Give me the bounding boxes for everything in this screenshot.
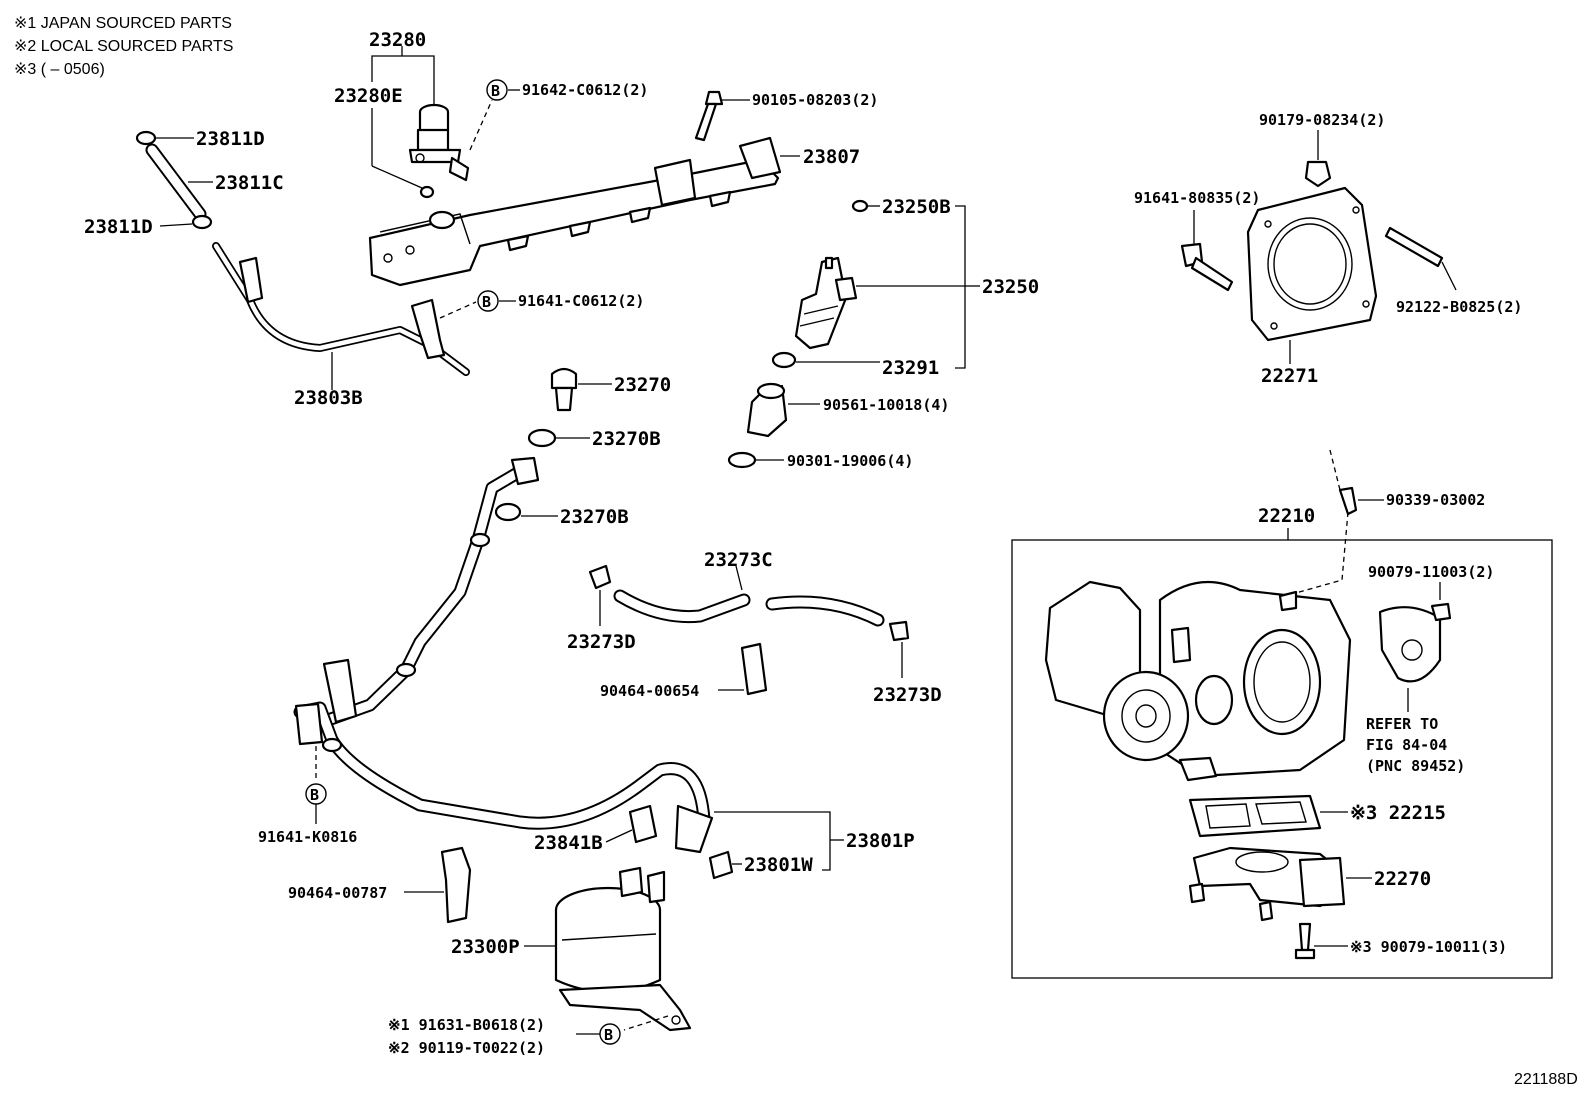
label-90301-19006: 90301-19006(4) (787, 452, 913, 470)
refer-note-line1: REFER TO (1366, 715, 1438, 733)
label-23250: 23250 (982, 276, 1039, 298)
fuel-hose-23801p (293, 456, 714, 854)
fuel-injector-23250 (727, 199, 869, 469)
label-91642-c0612: 91642-C0612(2) (522, 81, 648, 99)
label-90119-t0022: ※2 90119-T0022(2) (388, 1039, 545, 1057)
callout-b-letter-2: B (482, 293, 491, 311)
bolt-90105 (694, 90, 724, 142)
label-23841b: 23841B (534, 832, 603, 854)
label-23811c: 23811C (215, 172, 284, 194)
label-90561-10018: 90561-10018(4) (823, 396, 949, 414)
callout-b-letter: B (491, 82, 500, 100)
clamp-90464-00654 (740, 642, 768, 696)
oring-23280e (419, 185, 435, 199)
gasket-23270b-a (527, 428, 557, 448)
label-90105-08203: 90105-08203(2) (752, 91, 878, 109)
callout-b-circle (486, 79, 508, 101)
label-23807: 23807 (803, 146, 860, 168)
screw-90079-10011 (1294, 922, 1316, 960)
note-local-sourced: ※2 LOCAL SOURCED PARTS (14, 38, 233, 55)
label-90179-08234: 90179-08234(2) (1259, 111, 1385, 129)
label-23273d-left: 23273D (567, 631, 636, 653)
clamp-90464-00787 (440, 846, 472, 924)
label-22270: 22270 (1374, 868, 1431, 890)
stud-92122 (1384, 226, 1444, 268)
label-23250b: 23250B (882, 196, 951, 218)
pressure-regulator-part (408, 103, 470, 199)
label-23280e: 23280E (334, 85, 403, 107)
label-90464-00654: 90464-00654 (600, 682, 699, 700)
screw-90339 (1338, 486, 1358, 516)
label-23811d-bottom: 23811D (84, 216, 153, 238)
label-91631-b0618: ※1 91631-B0618(2) (388, 1016, 545, 1034)
label-23300p: 23300P (451, 936, 520, 958)
fuel-hose-23811c (135, 130, 213, 230)
note-date-range: ※3 ( – 0506) (14, 61, 105, 78)
throttle-body-22210 (1044, 580, 1352, 782)
throttle-sensor-22270 (1188, 846, 1346, 922)
label-23270b-b: 23270B (560, 506, 629, 528)
label-90464-00787: 90464-00787 (288, 884, 387, 902)
refer-note-line2: FIG 84-04 (1366, 736, 1447, 754)
clip-23801w (708, 850, 734, 880)
nut-90179 (1304, 160, 1332, 188)
clip-23841b (628, 804, 734, 880)
label-23811d-top: 23811D (196, 128, 265, 150)
label-23291: 23291 (882, 357, 939, 379)
label-23270b-a: 23270B (592, 428, 661, 450)
label-23273c: 23273C (704, 549, 773, 571)
oring-90301 (727, 451, 757, 469)
label-90079-11003: 90079-11003(2) (1368, 563, 1494, 581)
throttle-body-gasket-22271 (1246, 186, 1378, 342)
injector-seal-23291 (771, 351, 797, 369)
note-japan-sourced: ※1 JAPAN SOURCED PARTS (14, 15, 232, 32)
union-bolt-23270 (494, 367, 578, 522)
throttle-body-assembly-frame (1011, 539, 1553, 979)
callout-b-letter-3: B (310, 786, 319, 804)
label-91641-c0612: 91641-C0612(2) (518, 292, 644, 310)
label-23801p: 23801P (846, 830, 915, 852)
gasket-23270b-b (494, 502, 522, 522)
label-23280: 23280 (369, 29, 426, 51)
label-22271: 22271 (1261, 365, 1318, 387)
label-22210: 22210 (1258, 505, 1315, 527)
fuel-pump-23300p (554, 866, 692, 1032)
label-92122-b0825: 92122-B0825(2) (1396, 298, 1522, 316)
fuel-rail-delivery-pipe (368, 136, 782, 287)
iac-valve-89452 (1378, 602, 1452, 683)
gasket-22215 (1188, 794, 1322, 838)
callout-b-letter-4: B (604, 1026, 613, 1044)
label-91641-80835: 91641-80835(2) (1134, 189, 1260, 207)
label-22215: ※3 22215 (1350, 802, 1446, 824)
label-91641-k0816: 91641-K0816 (258, 828, 357, 846)
diagram-code: 221188D (1514, 1071, 1578, 1088)
label-23801w: 23801W (744, 854, 813, 876)
label-23270: 23270 (614, 374, 671, 396)
label-23803b: 23803B (294, 387, 363, 409)
fuel-pipe-23803b (212, 242, 470, 376)
label-90339-03002: 90339-03002 (1386, 491, 1485, 509)
hose-23273c (588, 564, 910, 696)
refer-note-line3: (PNC 89452) (1366, 757, 1465, 775)
label-90079-10011: ※3 90079-10011(3) (1350, 938, 1507, 956)
bolt-91641-80835 (1180, 242, 1234, 292)
callout-b-circle-2 (477, 290, 499, 312)
label-23273d-right: 23273D (873, 684, 942, 706)
